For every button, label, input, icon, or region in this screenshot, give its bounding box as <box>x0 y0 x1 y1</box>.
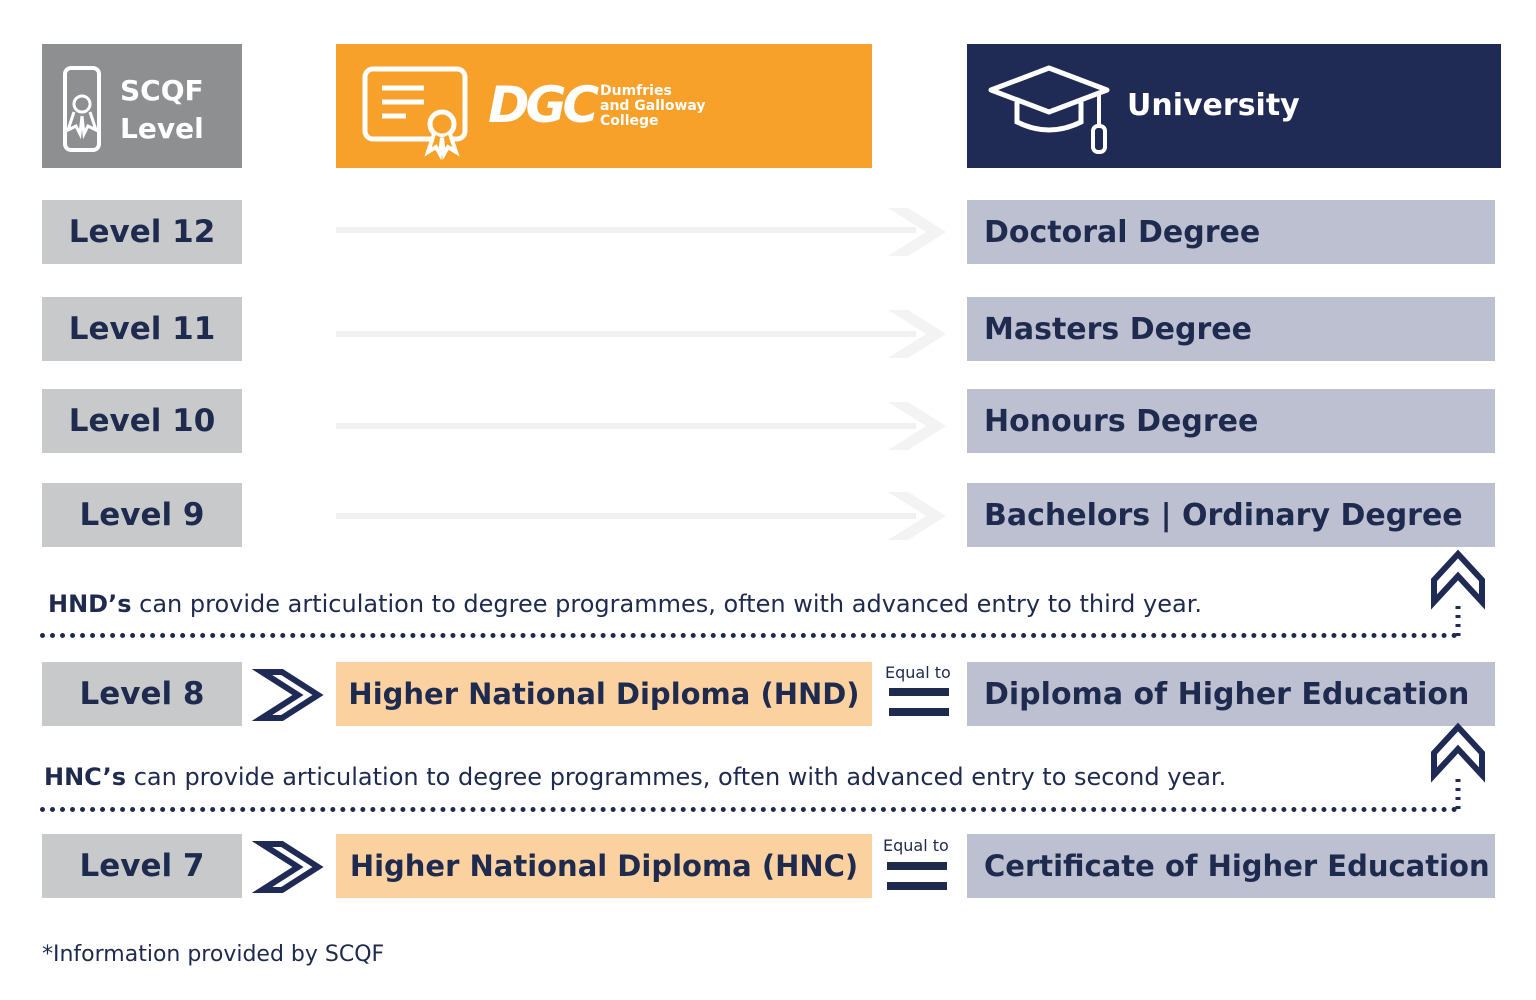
chevron-right-icon <box>251 841 324 893</box>
equals-icon <box>887 862 947 870</box>
arrow-connector-level-9 <box>336 492 946 540</box>
dgc-name-line3: College <box>600 113 659 129</box>
scqf-title-line1: SCQF <box>120 74 204 107</box>
diploma-icon <box>362 66 468 161</box>
university-masters: Masters Degree <box>967 297 1495 361</box>
university-bachelors: Bachelors | Ordinary Degree <box>967 483 1495 547</box>
equals-icon-lower <box>889 708 949 716</box>
level-8: Level 8 <box>42 662 242 726</box>
university-title: University <box>1127 88 1300 123</box>
university-certificate-he: Certificate of Higher Education <box>967 834 1495 898</box>
university-honours: Honours Degree <box>967 389 1495 453</box>
hnc-articulation-note: HNC’s can provide articulation to degree… <box>44 763 1226 791</box>
equal-to-label-hnd: Equal to <box>885 663 951 682</box>
dgc-header: DGC Dumfries and Galloway College <box>336 44 872 168</box>
hnc-note-text: can provide articulation to degree progr… <box>126 763 1227 791</box>
university-diploma-he: Diploma of Higher Education <box>967 662 1495 726</box>
graduation-cap-icon <box>988 65 1110 154</box>
level-7: Level 7 <box>42 834 242 898</box>
dgc-name-line2: and Galloway <box>600 98 706 114</box>
equal-to-label-hnc: Equal to <box>883 836 949 855</box>
level-12: Level 12 <box>42 200 242 264</box>
hnd-articulation-note: HND’s can provide articulation to degree… <box>48 590 1202 618</box>
hnd-note-text: can provide articulation to degree progr… <box>131 590 1203 618</box>
equals-icon-lower <box>887 882 947 890</box>
dgc-name-line1: Dumfries <box>600 83 672 99</box>
scqf-header: SCQF Level <box>42 44 242 168</box>
level-10: Level 10 <box>42 389 242 453</box>
equals-icon <box>889 688 949 696</box>
dgc-logo: DGC <box>488 76 599 134</box>
college-hnc: Higher National Diploma (HNC) <box>336 834 872 898</box>
footer-source-note: *Information provided by SCQF <box>42 942 385 967</box>
hnc-dotted-divider <box>40 807 1458 812</box>
level-11: Level 11 <box>42 297 242 361</box>
college-hnd: Higher National Diploma (HND) <box>336 662 872 726</box>
scqf-title-line2: Level <box>120 112 204 145</box>
arrow-connector-level-12 <box>336 208 946 256</box>
arrow-connector-level-10 <box>336 402 946 450</box>
university-header: University <box>967 44 1501 168</box>
level-9: Level 9 <box>42 483 242 547</box>
certificate-icon <box>63 66 101 152</box>
hnd-dotted-divider <box>40 633 1458 638</box>
hnc-note-bold: HNC’s <box>44 763 127 791</box>
hnd-note-bold: HND’s <box>48 590 132 618</box>
arrow-connector-level-11 <box>336 310 946 358</box>
double-chevron-up-icon <box>1431 549 1485 636</box>
double-chevron-up-icon <box>1431 722 1485 809</box>
university-doctoral: Doctoral Degree <box>967 200 1495 264</box>
chevron-right-icon <box>251 669 324 721</box>
